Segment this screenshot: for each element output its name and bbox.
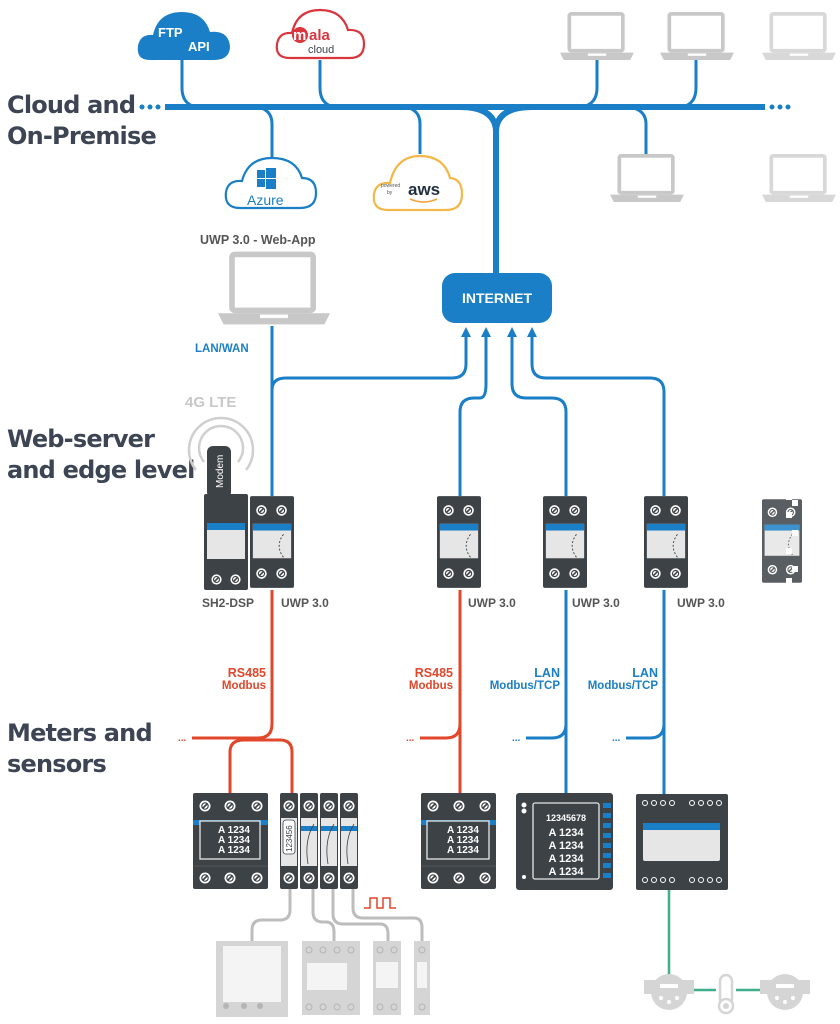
uwp-label: UWP 3.0: [677, 596, 725, 610]
uwp-label: UWP 3.0: [572, 596, 620, 610]
aws-powered: powered: [381, 183, 400, 189]
sensor-wiring: [667, 890, 762, 992]
laptop-faded-icon: [762, 12, 836, 60]
uwp-device[interactable]: [543, 496, 587, 588]
level-edge-heading: Web-server and edge level: [7, 424, 195, 486]
panel-meter: [216, 941, 288, 1017]
bus-continuation-dots: ... ... ... ...: [178, 733, 621, 744]
lan-label: LAN: [534, 666, 560, 680]
meter-value: A 1234: [447, 835, 479, 846]
webapp-laptop-icon[interactable]: [218, 254, 330, 324]
uwp-device[interactable]: [250, 496, 294, 588]
edge-uplinks: [270, 326, 666, 496]
modbus-label: Modbus: [409, 680, 453, 692]
internet-node[interactable]: INTERNET: [442, 273, 552, 323]
modem-antenna: [207, 446, 231, 498]
energy-meter-3ph[interactable]: [193, 793, 268, 889]
flow-sensor-icon: [644, 974, 694, 1010]
modbus-tcp-label: Modbus/TCP: [490, 680, 561, 692]
level-meters-line1: Meters and: [7, 719, 153, 747]
energy-meter-3ph[interactable]: [421, 793, 496, 889]
mala-brand-m: m: [293, 27, 306, 44]
meter-value: A 1234: [447, 845, 479, 856]
io-module[interactable]: [300, 793, 318, 889]
counter-value: 123456: [285, 825, 294, 852]
meter-value: A 1234: [548, 853, 584, 865]
laptop-faded-icon: [762, 154, 836, 202]
meter-value: A 1234: [218, 845, 250, 856]
din-meter-4mod: [302, 941, 360, 1015]
din-meter-1mod: [414, 941, 430, 1015]
svg-text:...: ...: [612, 733, 621, 744]
cloud-bus: [139, 60, 791, 276]
api-label: API: [188, 39, 210, 54]
meter-value: A 1234: [218, 825, 250, 836]
aws-by: by: [387, 190, 393, 196]
webapp-label: UWP 3.0 - Web-App: [200, 233, 316, 247]
meter-value: A 1234: [548, 866, 584, 878]
ftp-api-cloud[interactable]: FTP: [137, 12, 230, 60]
meter-value: A 1234: [447, 825, 479, 836]
sensor-gateway[interactable]: [636, 794, 728, 890]
rs485-label: RS485: [415, 666, 453, 680]
aws-cloud[interactable]: powered by aws: [372, 154, 464, 212]
level-meters-line2: sensors: [7, 750, 107, 778]
level-edge-line1: Web-server: [7, 425, 155, 453]
meter-value: A 1234: [548, 827, 584, 839]
uwp-label: UWP 3.0: [468, 596, 516, 610]
uplink-arrows: [461, 327, 537, 337]
led-indicators: [603, 803, 611, 878]
lanwan-label: LAN/WAN: [195, 343, 249, 355]
ftp-label: FTP: [158, 25, 183, 40]
level-meters-heading: Meters and sensors: [7, 718, 153, 780]
internet-label: INTERNET: [462, 290, 532, 306]
level-cloud-line1: Cloud and: [7, 91, 136, 119]
level-cloud-heading: Cloud and On-Premise: [7, 90, 157, 152]
pulse-signal-icon: [364, 897, 396, 909]
sh2-dsp-device[interactable]: Modem: [204, 446, 248, 590]
level-cloud-line2: On-Premise: [7, 122, 157, 150]
uwp-faded-device: [762, 494, 802, 584]
lte-label: 4G LTE: [185, 394, 236, 411]
submeter-cables: [250, 889, 424, 942]
svg-text:...: ...: [178, 733, 187, 744]
aws-smile-icon: [409, 198, 438, 203]
aws-label: aws: [408, 180, 440, 199]
flow-sensor-icon: [760, 974, 810, 1010]
io-module[interactable]: [340, 793, 358, 889]
mala-brand: ala: [309, 27, 331, 44]
mala-cloud[interactable]: m ala cloud: [275, 8, 366, 60]
azure-cloud[interactable]: Azure: [224, 156, 318, 210]
lan-label: LAN: [632, 666, 658, 680]
din-meter-2mod: [373, 941, 401, 1015]
svg-text:...: ...: [406, 733, 415, 744]
meter-value: A 1234: [218, 835, 250, 846]
fieldbus-lines: [192, 590, 666, 794]
laptop-icon[interactable]: [560, 12, 634, 60]
modbus-label: Modbus: [222, 680, 266, 692]
modbus-tcp-label: Modbus/TCP: [588, 680, 659, 692]
pulse-counter-module[interactable]: 123456: [280, 793, 298, 889]
windows-logo-icon: [257, 168, 276, 189]
thermometer-icon: [717, 973, 735, 1015]
laptop-icon[interactable]: [610, 154, 684, 202]
modem-label: Modem: [215, 455, 226, 488]
level-edge-line2: and edge level: [7, 456, 195, 484]
azure-label: Azure: [247, 192, 284, 208]
mala-sub: cloud: [308, 44, 334, 56]
panel-meter-lan[interactable]: [516, 793, 613, 890]
uwp-label: UWP 3.0: [281, 596, 329, 610]
laptop-icon[interactable]: [660, 12, 734, 60]
svg-text:...: ...: [512, 733, 521, 744]
signal-waves-icon: [187, 416, 255, 471]
sh2-label: SH2-DSP: [202, 596, 254, 610]
rs485-label: RS485: [228, 666, 266, 680]
meter-serial: 12345678: [546, 813, 586, 823]
uwp-device[interactable]: [644, 496, 688, 588]
meter-value: A 1234: [548, 840, 584, 852]
io-module[interactable]: [320, 793, 338, 889]
uwp-device[interactable]: [437, 496, 481, 588]
